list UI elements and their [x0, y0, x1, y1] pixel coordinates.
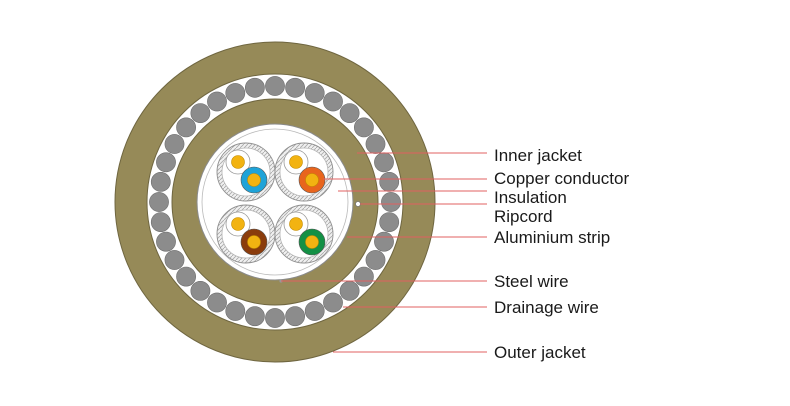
label-aluminium-strip: Aluminium strip — [494, 228, 610, 247]
copper-conductor — [231, 217, 245, 231]
steel-wire — [265, 308, 285, 328]
steel-wire — [285, 306, 306, 327]
steel-wire — [176, 266, 197, 287]
leader-lines — [281, 152, 487, 353]
steel-wire — [304, 83, 325, 103]
copper-conductor — [305, 173, 319, 187]
steel-wire — [156, 231, 176, 252]
green-pair — [274, 204, 334, 264]
label-outer-jacket: Outer jacket — [494, 343, 586, 362]
label-ripcord: Ripcord — [494, 207, 553, 226]
steel-wire — [150, 212, 171, 233]
steel-wire — [244, 77, 265, 98]
steel-wire — [190, 103, 211, 124]
steel-wire — [190, 280, 211, 301]
steel-wire — [149, 192, 169, 212]
label-drainage-wire: Drainage wire — [494, 298, 599, 317]
steel-wire — [374, 231, 394, 252]
steel-wire — [304, 301, 325, 321]
copper-conductor — [289, 155, 303, 169]
copper-conductor — [247, 235, 261, 249]
steel-wire — [176, 117, 197, 138]
label-insulation: Insulation — [494, 188, 567, 207]
steel-wire — [339, 280, 360, 301]
steel-wire — [379, 212, 400, 233]
copper-conductor — [231, 155, 245, 169]
steel-wire — [265, 76, 285, 96]
ripcord — [355, 201, 361, 207]
steel-wire — [150, 171, 171, 192]
steel-wire — [381, 192, 401, 212]
steel-wire — [164, 250, 185, 270]
steel-wire — [374, 152, 394, 173]
steel-wire — [339, 103, 360, 124]
twisted-pairs — [216, 142, 334, 264]
steel-wire — [365, 250, 386, 270]
label-copper-conductor: Copper conductor — [494, 169, 629, 188]
steel-wire — [379, 171, 400, 192]
copper-conductor — [289, 217, 303, 231]
steel-wire — [207, 91, 227, 112]
steel-wire — [156, 152, 176, 173]
steel-wire — [353, 266, 374, 287]
copper-conductor — [305, 235, 319, 249]
steel-wire — [323, 91, 343, 112]
steel-wire — [285, 77, 306, 98]
label-steel-wire: Steel wire — [494, 272, 569, 291]
steel-wire — [225, 301, 246, 321]
steel-wire — [323, 292, 343, 313]
copper-conductor — [247, 173, 261, 187]
orange-pair — [274, 142, 334, 202]
steel-wire — [164, 134, 185, 154]
brown-pair — [216, 204, 276, 264]
steel-wire — [365, 134, 386, 154]
steel-wire — [244, 306, 265, 327]
blue-pair — [216, 142, 276, 202]
label-inner-jacket: Inner jacket — [494, 146, 582, 165]
steel-wire — [225, 83, 246, 103]
steel-wire — [207, 292, 227, 313]
steel-wire — [353, 117, 374, 138]
